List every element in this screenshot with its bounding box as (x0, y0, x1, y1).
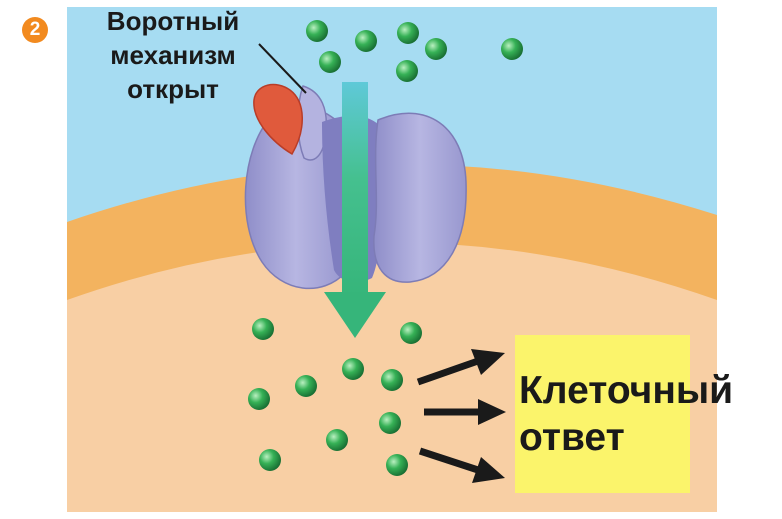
ion (319, 51, 341, 73)
ion (400, 322, 422, 344)
ion (259, 449, 281, 471)
gate-label-line1: Воротный (68, 4, 278, 38)
step-number-badge: 2 (22, 17, 48, 43)
ion (397, 22, 419, 44)
ion (326, 429, 348, 451)
ion (396, 60, 418, 82)
ion (306, 20, 328, 42)
gate-label-line3: открыт (68, 72, 278, 106)
ion (355, 30, 377, 52)
ion (252, 318, 274, 340)
ion (425, 38, 447, 60)
ion (501, 38, 523, 60)
ion (295, 375, 317, 397)
gate-open-label: Воротный механизм открыт (68, 4, 278, 106)
ion (248, 388, 270, 410)
ion (386, 454, 408, 476)
gate-label-line2: механизм (68, 38, 278, 72)
cell-response-line1: Клеточный (519, 367, 733, 414)
ion (379, 412, 401, 434)
ion (381, 369, 403, 391)
ion (342, 358, 364, 380)
cell-response-line2: ответ (519, 414, 733, 461)
cell-response-label: Клеточный ответ (519, 367, 733, 461)
